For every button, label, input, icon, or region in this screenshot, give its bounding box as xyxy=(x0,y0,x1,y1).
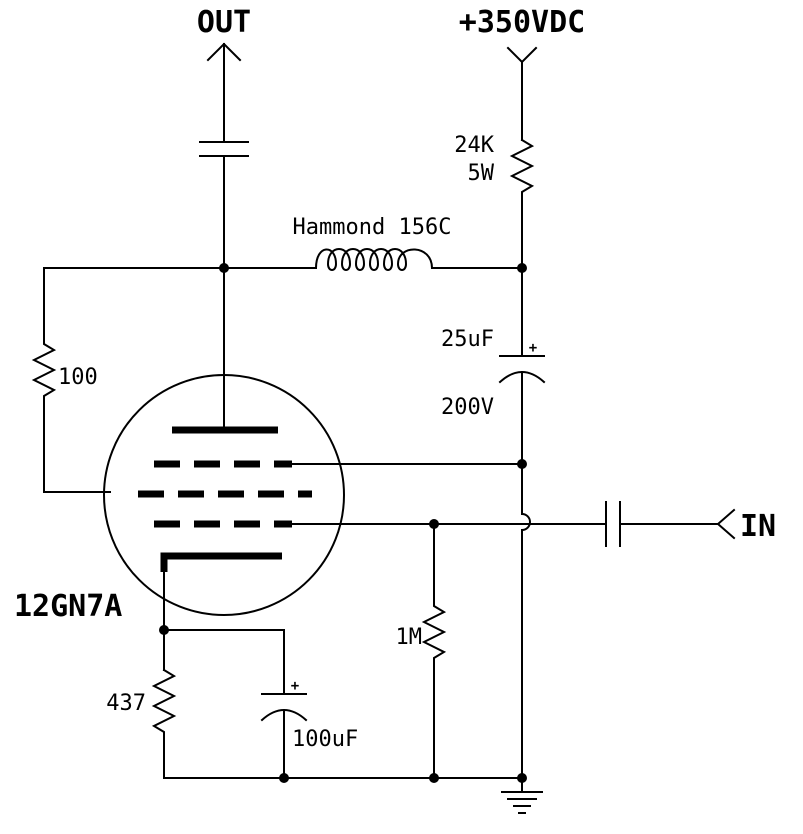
cathode-resistor-label: 437 xyxy=(106,691,146,716)
tube-label: 12GN7A xyxy=(14,589,122,624)
junction-supply-choke xyxy=(517,263,527,273)
supply-label: +350VDC xyxy=(459,5,585,40)
grid-resistor xyxy=(421,523,447,779)
out-label: OUT xyxy=(197,5,251,40)
ground-icon xyxy=(501,777,543,814)
choke-inductor xyxy=(314,248,434,271)
junction-screen-bus xyxy=(517,459,527,469)
input-label: IN xyxy=(740,509,776,544)
input-arrow xyxy=(619,508,736,540)
grid-resistor-label: 1M xyxy=(396,625,423,650)
choke-label: Hammond 156C xyxy=(293,215,452,240)
dropping-resistor xyxy=(509,138,535,269)
junction-plate-choke xyxy=(219,263,229,273)
cathode-cap-lead xyxy=(163,629,285,695)
junction-grid-resistor xyxy=(429,519,439,529)
cathode-cap-label: 100uF xyxy=(292,727,358,752)
grid-stopper-resistor xyxy=(31,267,111,493)
junction-ground-cap xyxy=(279,773,289,783)
cathode-cap-plus: + xyxy=(291,678,299,694)
tube-envelope xyxy=(103,374,345,616)
junction-ground-grid xyxy=(429,773,439,783)
supply-arrow xyxy=(506,46,538,141)
cathode-resistor xyxy=(151,668,177,779)
junction-ground-bus xyxy=(517,773,527,783)
dropping-resistor-power: 5W xyxy=(468,161,495,186)
junction-cathode xyxy=(159,625,169,635)
bus-wire-hop xyxy=(520,512,531,532)
tube-cathode xyxy=(160,552,282,572)
bypass-cap-voltage: 200V xyxy=(441,395,494,420)
out-arrow xyxy=(206,42,242,143)
bypass-cap-plus: + xyxy=(529,340,537,356)
dropping-resistor-value: 24K xyxy=(454,133,494,158)
grid-stopper-label: 100 xyxy=(58,365,98,390)
bypass-cap-value: 25uF xyxy=(441,327,494,352)
